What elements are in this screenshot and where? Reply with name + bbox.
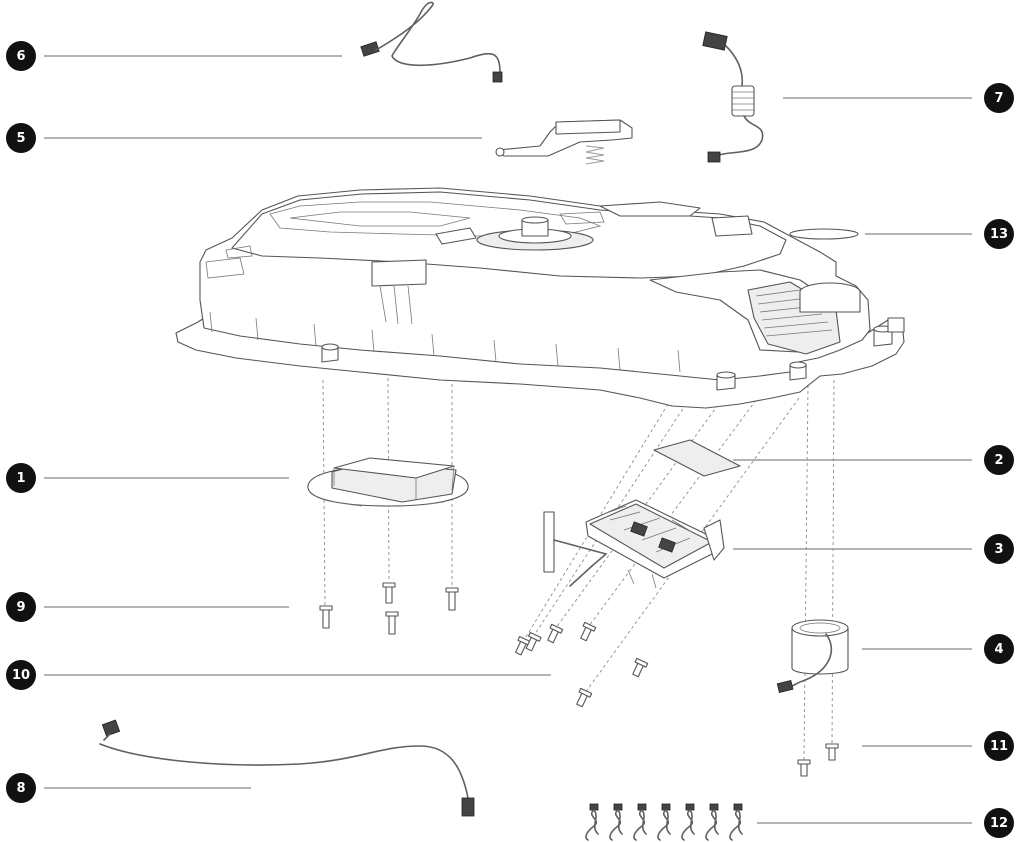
callout-10: 10 — [6, 660, 36, 690]
part-8-long-cable — [99, 719, 475, 817]
part-7-cable-ferrite — [702, 31, 764, 163]
callout-11: 11 — [984, 731, 1014, 761]
part-1-plate-module — [307, 457, 469, 507]
part-2-thermal-pad — [653, 439, 741, 477]
part-4-cup — [776, 619, 849, 694]
callout-12: 12 — [984, 808, 1014, 838]
callout-4: 4 — [984, 634, 1014, 664]
callout-9: 9 — [6, 592, 36, 622]
part-12-clips — [585, 803, 743, 841]
part-13-gasket — [789, 228, 859, 240]
callout-5: 5 — [6, 123, 36, 153]
callout-1: 1 — [6, 463, 36, 493]
part-10-screws — [515, 621, 649, 708]
callout-2: 2 — [984, 445, 1014, 475]
part-3-circuit-board — [543, 499, 725, 589]
part-5-lever-spring — [495, 119, 633, 165]
callout-6: 6 — [6, 41, 36, 71]
callout-13: 13 — [984, 219, 1014, 249]
callout-7: 7 — [984, 83, 1014, 113]
main-housing — [175, 187, 905, 409]
part-9-screws — [319, 582, 459, 635]
callout-8: 8 — [6, 773, 36, 803]
callout-3: 3 — [984, 534, 1014, 564]
part-11-screws — [797, 743, 839, 777]
leader-lines — [44, 55, 972, 824]
part-6-cable — [360, 1, 503, 83]
